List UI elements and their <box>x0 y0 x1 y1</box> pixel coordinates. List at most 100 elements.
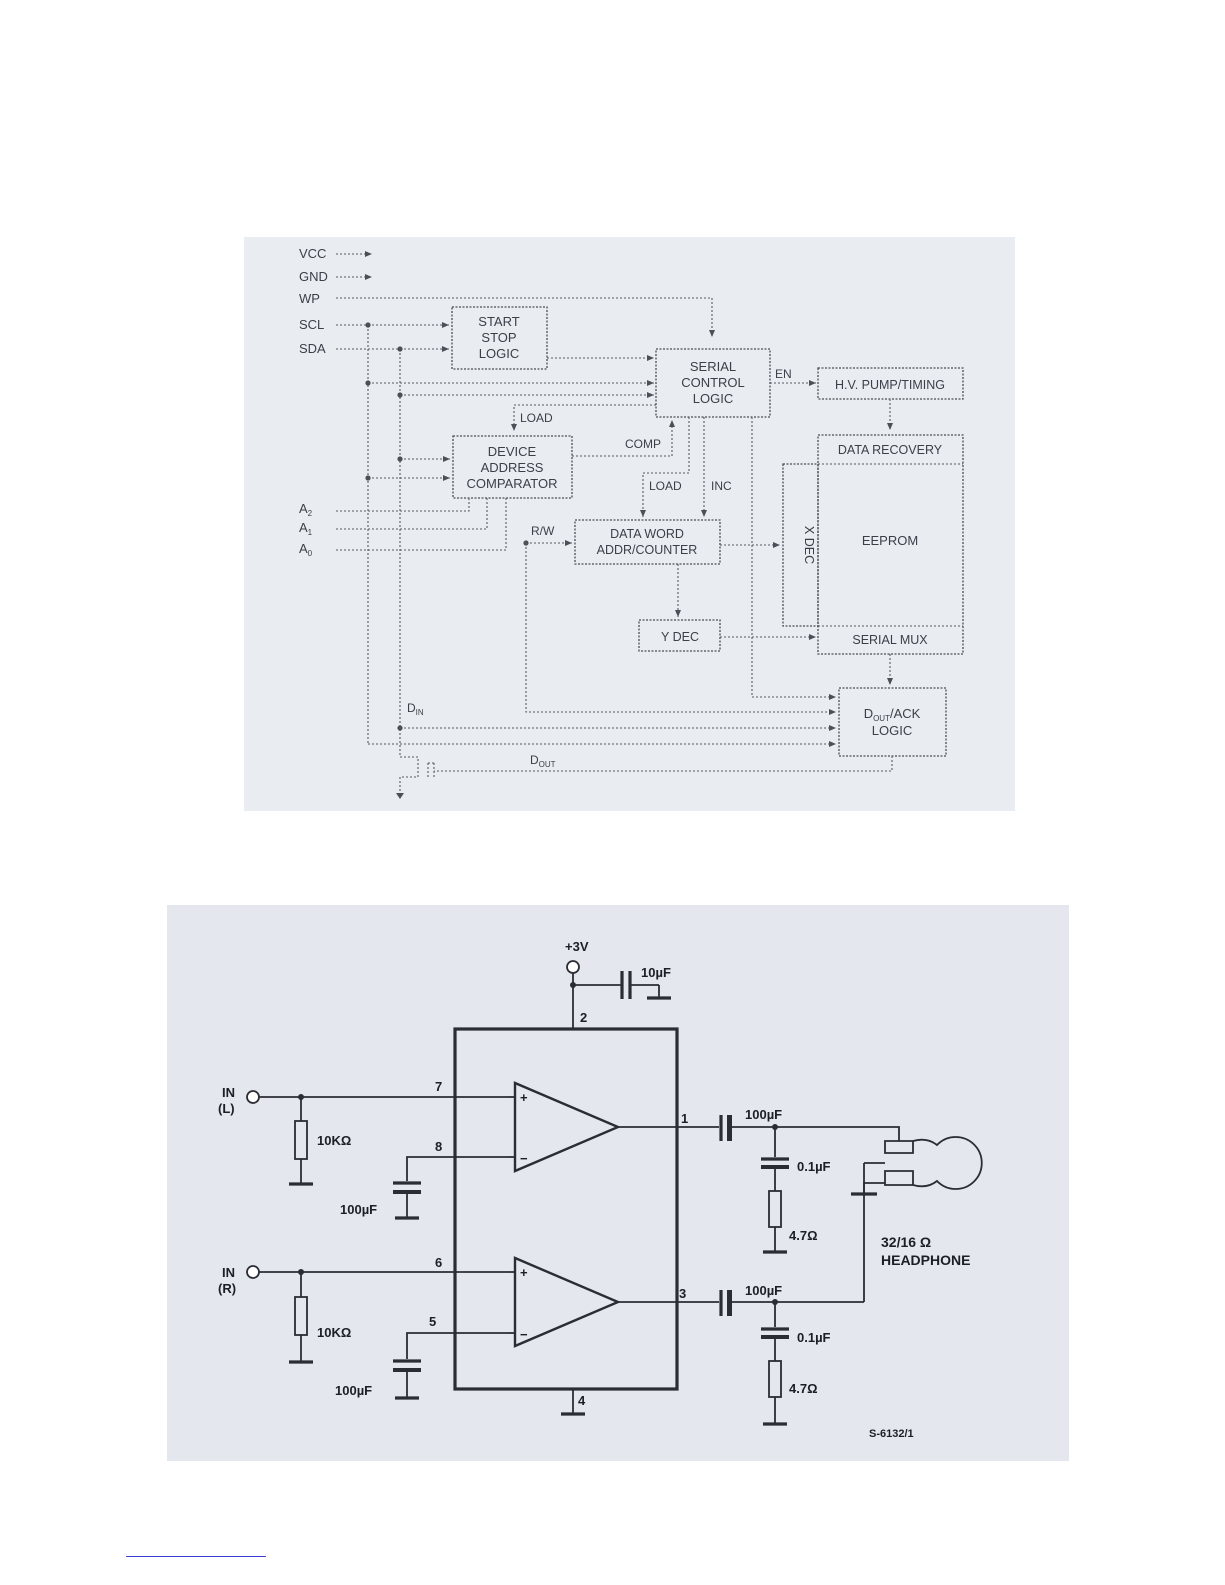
addr-counter-label: ADDR/COUNTER <box>597 543 698 557</box>
input-right-label-1: IN <box>222 1265 235 1280</box>
input-right-label-2: (R) <box>218 1281 236 1296</box>
supply-label: +3V <box>565 939 589 954</box>
comp-label: COMP <box>625 437 661 451</box>
open-drain-transistor <box>399 756 435 793</box>
control-label: CONTROL <box>681 375 745 390</box>
pin-sda-label: SDA <box>299 341 326 356</box>
schematic-background <box>167 905 1069 1461</box>
feedback-right-cap-plate-b <box>393 1368 421 1372</box>
pin-vcc-label: VCC <box>299 246 326 261</box>
stop-label: STOP <box>481 330 516 345</box>
pin-wp-label: WP <box>299 291 320 306</box>
zobel-left-resistor-label: 4.7Ω <box>789 1228 818 1243</box>
serial-mux-label: SERIAL MUX <box>852 633 928 647</box>
y-dec-block <box>638 619 721 652</box>
load-mid-label: LOAD <box>649 479 682 493</box>
zobel-left-cap-label: 0.1µF <box>797 1159 831 1174</box>
opamp-right-minus: − <box>520 1327 528 1342</box>
comparator-label: COMPARATOR <box>466 476 557 491</box>
pin-3-label: 3 <box>679 1286 686 1301</box>
wp-line <box>336 297 715 337</box>
zobel-right-resistor <box>768 1360 782 1398</box>
opamp-left-plus: + <box>520 1090 528 1105</box>
dout-ack-logic-label: LOGIC <box>872 723 912 738</box>
logic-label: LOGIC <box>479 346 519 361</box>
input-left-label-2: (L) <box>218 1101 235 1116</box>
input-right-resistor-label: 10KΩ <box>317 1325 351 1340</box>
dout-ack-label: DOUT/ACK <box>864 706 921 723</box>
pin-8-label: 8 <box>435 1139 442 1154</box>
output-right-cap-plate-b <box>727 1290 732 1316</box>
start-stop-logic-block <box>451 306 548 370</box>
load-top-line <box>511 404 656 431</box>
ic-package <box>453 1027 679 1391</box>
pin-a0-label: A0 <box>299 541 313 558</box>
input-left-resistor <box>294 1120 308 1160</box>
rw-label: R/W <box>531 524 555 538</box>
zobel-left-cap-plate-b <box>761 1165 789 1169</box>
feedback-left-cap-plate-b <box>393 1190 421 1194</box>
feedback-left-wire <box>406 1156 507 1181</box>
diagram-background <box>244 237 1015 811</box>
load-top-label: LOAD <box>520 411 553 425</box>
input-right-terminal[interactable] <box>246 1265 260 1279</box>
input-right-resistor <box>294 1296 308 1336</box>
pin-a2-label: A2 <box>299 501 313 518</box>
device-label: DEVICE <box>488 444 537 459</box>
input-left-terminal[interactable] <box>246 1090 260 1104</box>
dout-label: DOUT <box>530 753 556 769</box>
hv-pump-label: H.V. PUMP/TIMING <box>835 378 945 392</box>
comp-line <box>572 420 675 457</box>
pin-4-label: 4 <box>578 1393 586 1408</box>
device-address-comparator-block <box>452 435 573 499</box>
output-left-cap-label: 100µF <box>745 1107 782 1122</box>
output-right-cap-label: 100µF <box>745 1283 782 1298</box>
eeprom-label: EEPROM <box>862 533 918 548</box>
data-recovery-label: DATA RECOVERY <box>838 443 943 457</box>
headphone-impedance-label: 32/16 Ω <box>881 1234 931 1250</box>
feedback-right-cap-label: 100µF <box>335 1383 372 1398</box>
supply-terminal <box>566 960 580 974</box>
load-mid-line <box>640 417 690 517</box>
en-label: EN <box>775 367 792 381</box>
x-dec-block <box>782 463 819 627</box>
pin-7-label: 7 <box>435 1079 442 1094</box>
a2-line <box>336 498 470 512</box>
zobel-right-cap-plate-b <box>761 1335 789 1339</box>
din-label: DIN <box>407 701 424 717</box>
output-left-cap-plate-b <box>727 1115 732 1141</box>
pin-scl-label: SCL <box>299 317 324 332</box>
zobel-right-resistor-label: 4.7Ω <box>789 1381 818 1396</box>
dout-line <box>434 756 893 772</box>
x-dec-label: X DEC <box>802 526 816 564</box>
pin-gnd-label: GND <box>299 269 328 284</box>
headphone-label: HEADPHONE <box>881 1252 970 1268</box>
headphone-icon <box>851 1126 983 1302</box>
zobel-left-resistor <box>768 1190 782 1228</box>
pin-5-label: 5 <box>429 1314 436 1329</box>
footer-link-underline[interactable] <box>126 1556 266 1557</box>
opamp-right <box>513 1256 622 1348</box>
serial-to-dout <box>751 417 836 700</box>
serial-label: SERIAL <box>690 359 736 374</box>
supply-cap-label: 10µF <box>641 965 671 980</box>
address-label: ADDRESS <box>481 460 544 475</box>
control-logic-label: LOGIC <box>693 391 733 406</box>
input-left-resistor-label: 10KΩ <box>317 1133 351 1148</box>
a0-line <box>336 498 507 551</box>
eeprom-block-diagram: VCC GND WP SCL SDA START STOP LOGIC SERI… <box>244 237 1015 811</box>
y-dec-label: Y DEC <box>661 630 699 644</box>
feedback-left-cap-label: 100µF <box>340 1202 377 1217</box>
zobel-right-cap-label: 0.1µF <box>797 1330 831 1345</box>
opamp-left <box>513 1081 622 1173</box>
feedback-right-wire <box>406 1332 507 1359</box>
pin-2-label: 2 <box>580 1010 587 1025</box>
opamp-left-minus: − <box>520 1151 528 1166</box>
inc-label: INC <box>711 479 732 493</box>
headphone-amplifier-schematic: +3V 10µF 2 IN (L) 10KΩ 7 8 100µF + − 1 1… <box>167 905 1069 1461</box>
opamp-right-plus: + <box>520 1265 528 1280</box>
pin-a1-label: A1 <box>299 520 313 537</box>
schematic-reference-code: S-6132/1 <box>869 1428 914 1440</box>
data-word-label: DATA WORD <box>610 527 684 541</box>
input-left-label-1: IN <box>222 1085 235 1100</box>
